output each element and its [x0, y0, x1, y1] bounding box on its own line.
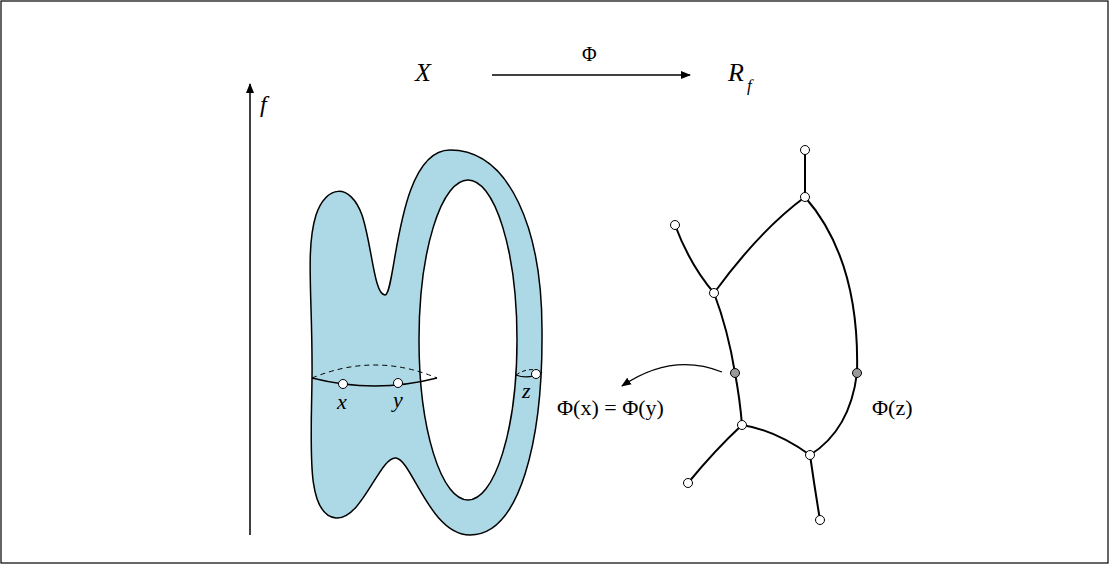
point-marker — [339, 380, 348, 389]
level-set-front — [312, 378, 437, 386]
space-label: X — [415, 60, 431, 86]
frame — [1, 1, 1108, 563]
point-marker — [532, 370, 541, 379]
image-label: Φ(x) = Φ(y) — [557, 397, 664, 419]
surface-shape — [310, 150, 542, 535]
map-arrow — [492, 74, 690, 76]
graph-edges — [675, 150, 857, 520]
point-label: x — [337, 391, 347, 413]
map-label: Φ — [582, 44, 597, 64]
level-set-back — [312, 365, 437, 378]
axis-arrow — [249, 84, 251, 535]
point-label: y — [393, 389, 403, 411]
subscript-label: f — [747, 77, 752, 94]
curved-arrow — [622, 365, 722, 386]
surface-hole — [419, 180, 517, 500]
image-label: Φ(z) — [872, 397, 913, 419]
graph-vertices — [671, 146, 862, 525]
point-label: z — [522, 380, 531, 402]
point-marker — [394, 379, 403, 388]
axis-label: f — [260, 92, 267, 116]
graph-label: R — [728, 60, 744, 86]
